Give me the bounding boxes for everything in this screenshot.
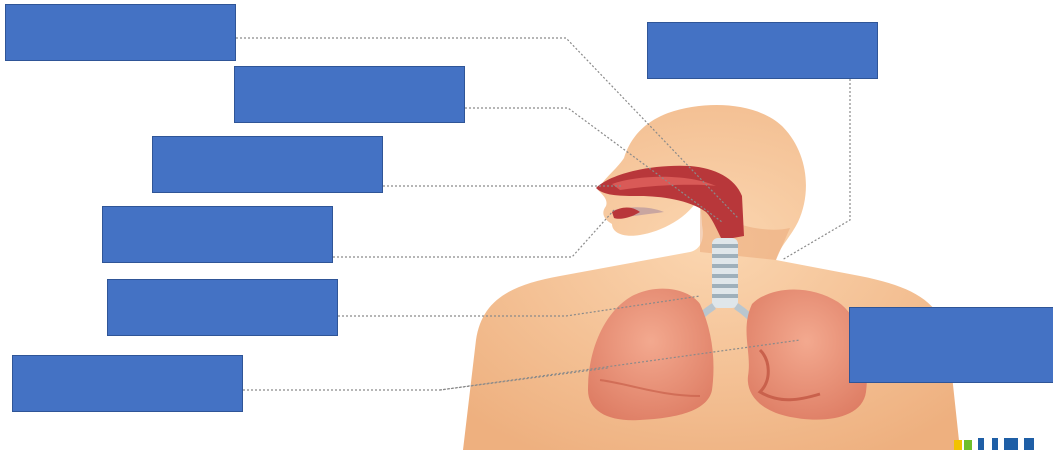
label-box-1[interactable] (5, 4, 236, 61)
label-box-3[interactable] (152, 136, 383, 193)
label-box-2[interactable] (234, 66, 465, 123)
human-body-silhouette (463, 105, 960, 450)
label-box-5[interactable] (107, 279, 338, 336)
label-box-8[interactable] (849, 307, 1053, 383)
partial-logo-icon (954, 438, 1034, 450)
leader-line-4 (333, 210, 614, 257)
label-box-4[interactable] (102, 206, 333, 263)
label-box-7[interactable] (647, 22, 878, 79)
label-box-6[interactable] (12, 355, 243, 412)
